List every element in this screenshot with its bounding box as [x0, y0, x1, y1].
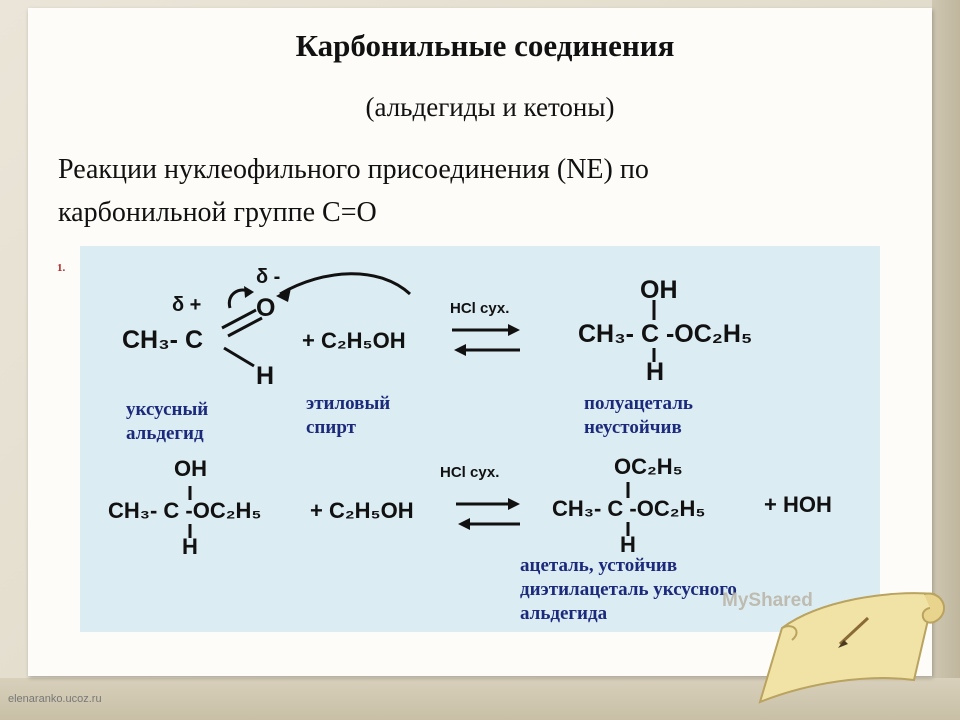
reaction-panel: δ - δ + O CH₃- C H + C₂H₅OH HCl сух. OH …: [80, 246, 880, 632]
slide-title: Карбонильные соединения: [295, 28, 675, 63]
label-aldehyde-line-1: уксусный: [126, 399, 209, 420]
label-acetal: ацеталь, устойчив диэтилацеталь уксусног…: [520, 554, 737, 626]
label-hemiacetal-line-2: неустойчив: [584, 417, 682, 438]
electron-shift-arrowhead: [244, 286, 254, 298]
acetal-top-group: OC₂H₅: [614, 454, 683, 479]
heading-line-1: Реакции нуклеофильного присоединения (NE…: [58, 154, 649, 185]
equilibrium-back-head-1: [454, 344, 466, 356]
label-hemiacetal-line-1: полуацеталь: [584, 393, 693, 414]
delta-minus: δ -: [256, 266, 281, 288]
aldehyde-ch-bond: [223, 346, 255, 368]
carbonyl-oxygen: O: [256, 294, 276, 322]
label-alcohol-line-2: спирт: [306, 417, 356, 438]
reaction-drawing: [188, 272, 656, 538]
ethanol-reagent-2: + C₂H₅OH: [310, 498, 414, 523]
ethanol-reagent-1: + C₂H₅OH: [302, 328, 406, 353]
equilibrium-back-head-2: [458, 518, 470, 530]
acetal-hydrogen: H: [620, 532, 636, 557]
label-acetal-line-2: диэтилацеталь уксусного: [520, 579, 737, 600]
water-byproduct: + HOH: [764, 492, 832, 517]
nucleophile-attack-arrow: [279, 272, 412, 296]
label-alcohol: этиловый спирт: [306, 392, 390, 440]
condition-2: HCl сух.: [440, 464, 500, 481]
aldehyde-formula: CH₃- C: [122, 326, 203, 354]
scroll-decoration-icon: [758, 592, 945, 704]
slide-subtitle: (альдегиды и кетоны): [365, 92, 615, 122]
label-acetal-line-1: ацеталь, устойчив: [520, 555, 678, 576]
acetal-formula: CH₃- C -OC₂H₅: [552, 496, 706, 521]
nucleophile-arrowhead: [276, 288, 291, 302]
label-aldehyde-line-2: альдегид: [126, 423, 204, 444]
label-alcohol-line-1: этиловый: [306, 393, 391, 414]
reactant2-hydrogen: H: [182, 534, 198, 559]
reaction-number: 1.: [57, 262, 66, 274]
condition-1: HCl сух.: [450, 300, 510, 317]
hemiacetal-formula: CH₃- C -OC₂H₅: [578, 320, 753, 348]
delta-plus: δ +: [172, 294, 202, 316]
hemiacetal-oh: OH: [640, 276, 678, 304]
carbonyl-bond-1: [221, 308, 257, 330]
reactant2-formula: CH₃- C -OC₂H₅: [108, 498, 262, 523]
carbonyl-bond-2: [227, 316, 263, 338]
label-aldehyde: уксусный альдегид: [126, 398, 208, 446]
label-acetal-line-3: альдегида: [520, 603, 608, 624]
equilibrium-forward-head-2: [508, 498, 520, 510]
equilibrium-forward-head-1: [508, 324, 520, 336]
label-hemiacetal: полуацеталь неустойчив: [584, 392, 693, 440]
hemiacetal-hydrogen: H: [646, 358, 665, 386]
aldehyde-hydrogen: H: [256, 362, 275, 390]
reactant2-oh: OH: [174, 456, 207, 481]
heading-line-2: карбонильной группе С=О: [58, 197, 377, 228]
slide-heading: Реакции нуклеофильного присоединения (NE…: [58, 148, 878, 234]
watermark: MyShared: [722, 590, 813, 611]
footer-source: elenaranko.ucoz.ru: [8, 693, 102, 705]
